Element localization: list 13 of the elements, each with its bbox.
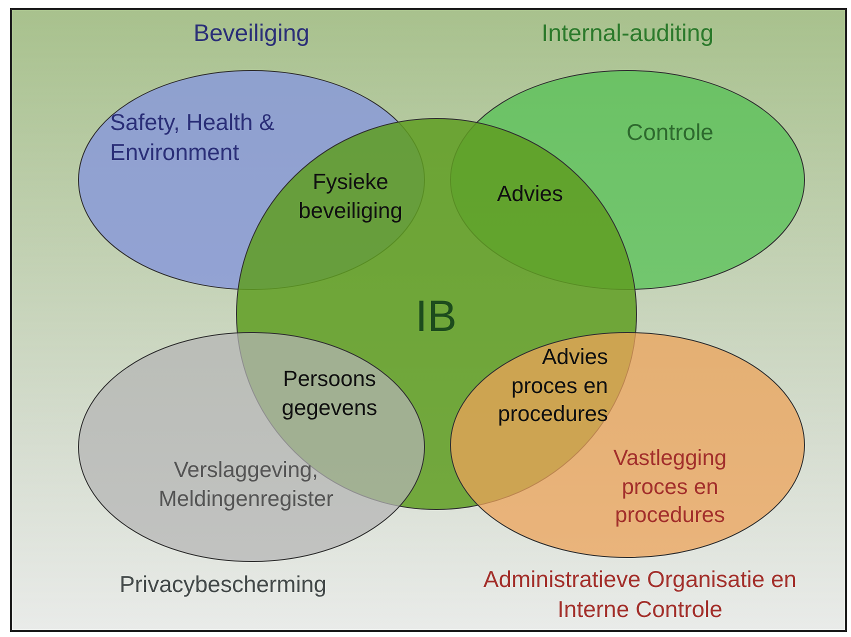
- area-label: Controle: [626, 118, 714, 147]
- area-label: Verslaggeving, Meldingenregister: [158, 456, 334, 513]
- area-label: Vastlegging proces en procedures: [612, 444, 728, 530]
- center-label: IB: [414, 291, 458, 343]
- heading: Privacybescherming: [118, 570, 328, 599]
- overlap-label: Advies proces en procedures: [496, 343, 608, 428]
- area-label: Safety, Health & Environment: [110, 108, 276, 167]
- heading: Internal-auditing: [540, 19, 715, 49]
- heading: Beveiliging: [192, 19, 311, 49]
- overlap-label: Persoons gegevens: [280, 365, 378, 422]
- overlap-label: Advies: [496, 180, 564, 208]
- overlap-label: Fysieke beveiliging: [298, 168, 404, 225]
- heading: Administratieve Organisatie en Interne Controle: [482, 565, 798, 624]
